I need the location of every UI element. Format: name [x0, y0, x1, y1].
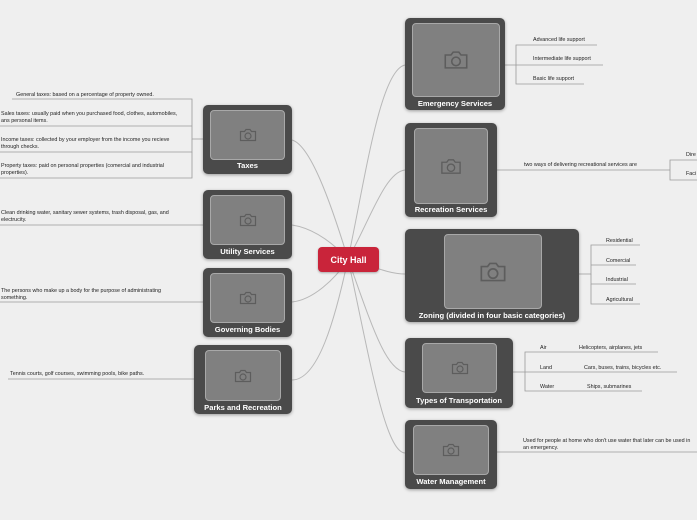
topic-governing-bodies[interactable]: Governing Bodies — [203, 268, 292, 337]
subtopic-income-taxes[interactable]: Income taxes: collected by your employer… — [1, 137, 170, 150]
image-placeholder — [205, 350, 281, 401]
camera-icon — [451, 361, 468, 375]
camera-icon — [234, 369, 252, 382]
subtopic-water-detail[interactable]: Ships, submarines — [587, 384, 632, 390]
image-placeholder — [210, 195, 285, 245]
camera-icon — [239, 213, 256, 227]
image-placeholder — [210, 273, 285, 323]
image-placeholder — [444, 234, 542, 309]
camera-icon — [441, 158, 461, 174]
camera-icon — [444, 51, 468, 69]
subtopic-advanced-life-support[interactable]: Advanced life support — [533, 37, 585, 43]
subtopic-recreation-direct[interactable]: Dire — [686, 152, 696, 158]
subtopic-industrial[interactable]: Industrial — [606, 277, 628, 283]
subtopic-land-detail[interactable]: Cars, buses, trains, bicycles etc. — [584, 365, 662, 371]
topic-label: Governing Bodies — [214, 325, 281, 334]
subtopic-basic-life-support[interactable]: Basic life support — [533, 76, 575, 82]
subtopic-agricultural[interactable]: Agricultural — [606, 297, 633, 303]
subtopic-governing-detail[interactable]: The persons who make up a body for the p… — [1, 288, 162, 301]
topic-zoning[interactable]: Zoning (divided in four basic categories… — [405, 229, 579, 322]
topic-water-management[interactable]: Water Management — [405, 420, 497, 489]
image-placeholder — [210, 110, 285, 160]
camera-icon — [239, 128, 256, 142]
subtopic-intermediate-life-support[interactable]: Intermediate life support — [533, 56, 591, 62]
topic-label: Emergency Services — [417, 99, 493, 108]
topic-label: Taxes — [237, 161, 258, 170]
topic-label: Water Management — [416, 477, 486, 486]
topic-label: Types of Transportation — [416, 396, 502, 405]
subtopic-land[interactable]: Land — [540, 365, 552, 371]
subtopic-recreation-facility[interactable]: Faci — [686, 171, 697, 177]
subtopic-property-taxes[interactable]: Property taxes: paid on personal propert… — [1, 163, 165, 176]
topic-taxes[interactable]: Taxes — [203, 105, 292, 174]
image-placeholder — [422, 343, 497, 393]
image-placeholder — [413, 425, 489, 475]
subtopic-water-management-detail[interactable]: Used for people at home who don't use wa… — [523, 438, 691, 451]
central-topic-city-hall[interactable]: City Hall — [318, 247, 379, 272]
topic-emergency-services[interactable]: Emergency Services — [405, 18, 505, 110]
image-placeholder — [414, 128, 488, 204]
subtopic-water[interactable]: Water — [540, 384, 555, 390]
subtopic-utility-detail[interactable]: Clean drinking water, sanitary sewer sys… — [1, 210, 169, 223]
topic-label: Recreation Services — [414, 205, 488, 214]
topic-label: Parks and Recreation — [204, 403, 282, 412]
subtopic-residential[interactable]: Residential — [606, 238, 633, 244]
topic-recreation-services[interactable]: Recreation Services — [405, 123, 497, 217]
topic-utility-services[interactable]: Utility Services — [203, 190, 292, 259]
camera-icon — [480, 262, 506, 281]
subtopic-parks-detail[interactable]: Tennis courts, golf courses, swimming po… — [10, 371, 145, 377]
subtopic-air-detail[interactable]: Helicopters, airplanes, jets — [579, 345, 643, 351]
subtopic-air[interactable]: Air — [540, 345, 547, 351]
topic-label: Zoning (divided in four basic categories… — [418, 311, 566, 320]
topic-label: Utility Services — [220, 247, 275, 256]
camera-icon — [442, 443, 460, 457]
subtopic-recreation-delivery[interactable]: two ways of delivering recreational serv… — [524, 162, 637, 168]
topic-parks-and-recreation[interactable]: Parks and Recreation — [194, 345, 292, 414]
subtopic-general-taxes[interactable]: General taxes: based on a percentage of … — [16, 92, 154, 98]
subtopic-sales-taxes[interactable]: Sales taxes: usually paid when you purch… — [1, 111, 178, 124]
subtopic-comercial[interactable]: Comercial — [606, 258, 631, 264]
camera-icon — [239, 291, 256, 305]
topic-types-of-transportation[interactable]: Types of Transportation — [405, 338, 513, 408]
image-placeholder — [412, 23, 500, 97]
